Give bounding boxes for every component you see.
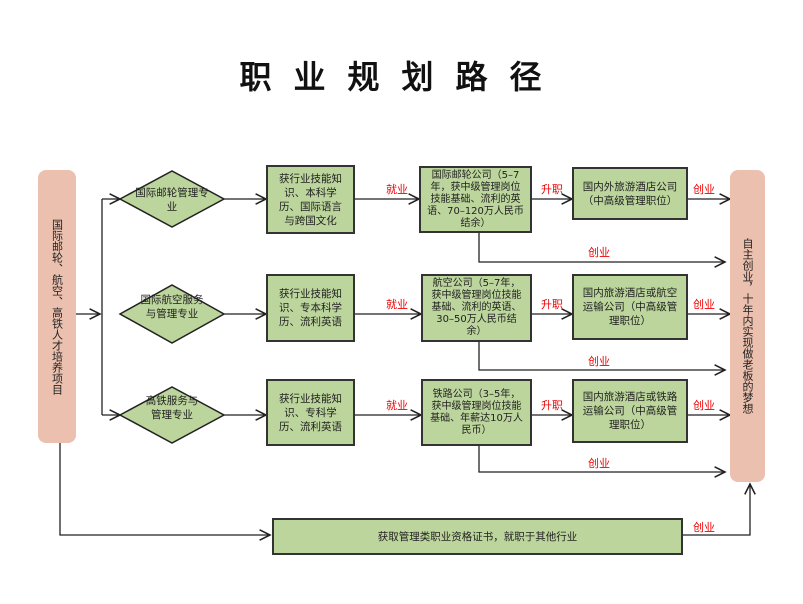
- promote-label-row2: 升职: [541, 298, 563, 311]
- certificate-box: 获取管理类职业资格证书，就职于其他行业: [272, 518, 683, 555]
- company-row3: 铁路公司（3–5年，获中级管理岗位技能基础、年薪达10万人民币）: [421, 379, 532, 446]
- program-box: 国际邮轮、航空、高铁人才培养项目: [38, 170, 76, 443]
- promote-label-row3: 升职: [541, 399, 563, 412]
- skills-row1: 获行业技能知识、本科学历、国际语言与跨国文化: [266, 165, 355, 234]
- diamond-row1: [118, 170, 226, 228]
- company-row2: 航空公司（5–7年，获中级管理岗位技能基础、流利的英语、30–50万人民币结余）: [421, 274, 532, 342]
- promotion-row1: 国内外旅游酒店公司（中高级管理职位）: [572, 167, 688, 220]
- promotion-row2: 国内旅游酒店或航空运输公司（中高级管理职位）: [572, 274, 688, 340]
- diamond-row3: [118, 386, 226, 444]
- major-row1: 国际邮轮管理专业: [135, 187, 209, 213]
- startup-label-branch2: 创业: [588, 355, 610, 368]
- startup-label-branch1: 创业: [588, 246, 610, 259]
- startup-label-branch3: 创业: [588, 457, 610, 470]
- promote-label-row1: 升职: [541, 183, 563, 196]
- startup-label-row1: 创业: [693, 183, 715, 196]
- skills-row2: 获行业技能知识、专本科学历、流利英语: [266, 274, 355, 342]
- skills-row3: 获行业技能知识、专科学历、流利英语: [266, 379, 355, 446]
- goal-box: 自主创业，十年内实现做老板的梦想: [730, 170, 765, 482]
- page-title: 职业规划路径: [239, 58, 564, 96]
- company-row1: 国际邮轮公司（5–7年，获中级管理岗位技能基础、流利的英语、70–120万人民币…: [419, 166, 532, 233]
- startup-label-row2: 创业: [693, 298, 715, 311]
- employ-label-row3: 就业: [386, 399, 408, 412]
- major-row3: 高铁服务与管理专业: [145, 395, 199, 421]
- promotion-row3: 国内旅游酒店或铁路运输公司（中高级管理职位）: [572, 379, 688, 443]
- startup-label-bottom: 创业: [693, 521, 715, 534]
- employ-label-row1: 就业: [386, 183, 408, 196]
- major-row2: 国际航空服务与管理专业: [140, 294, 204, 320]
- diamond-row2: [118, 284, 226, 344]
- employ-label-row2: 就业: [386, 298, 408, 311]
- startup-label-row3: 创业: [693, 399, 715, 412]
